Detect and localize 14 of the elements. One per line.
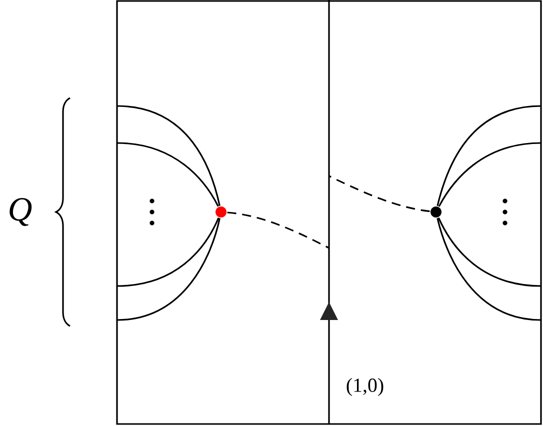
junction-dot <box>430 206 442 218</box>
curve <box>438 217 542 287</box>
curve <box>116 217 220 287</box>
dashed-line <box>328 175 430 212</box>
dashed-line <box>227 212 330 249</box>
curve <box>438 142 542 207</box>
curve <box>116 105 220 206</box>
curve <box>436 218 542 321</box>
junction-dot <box>216 206 226 218</box>
curve <box>436 105 542 206</box>
coordinate-label: (1,0) <box>346 378 384 396</box>
math-label: Q <box>10 198 32 226</box>
curve <box>116 142 219 207</box>
curve <box>116 218 220 321</box>
